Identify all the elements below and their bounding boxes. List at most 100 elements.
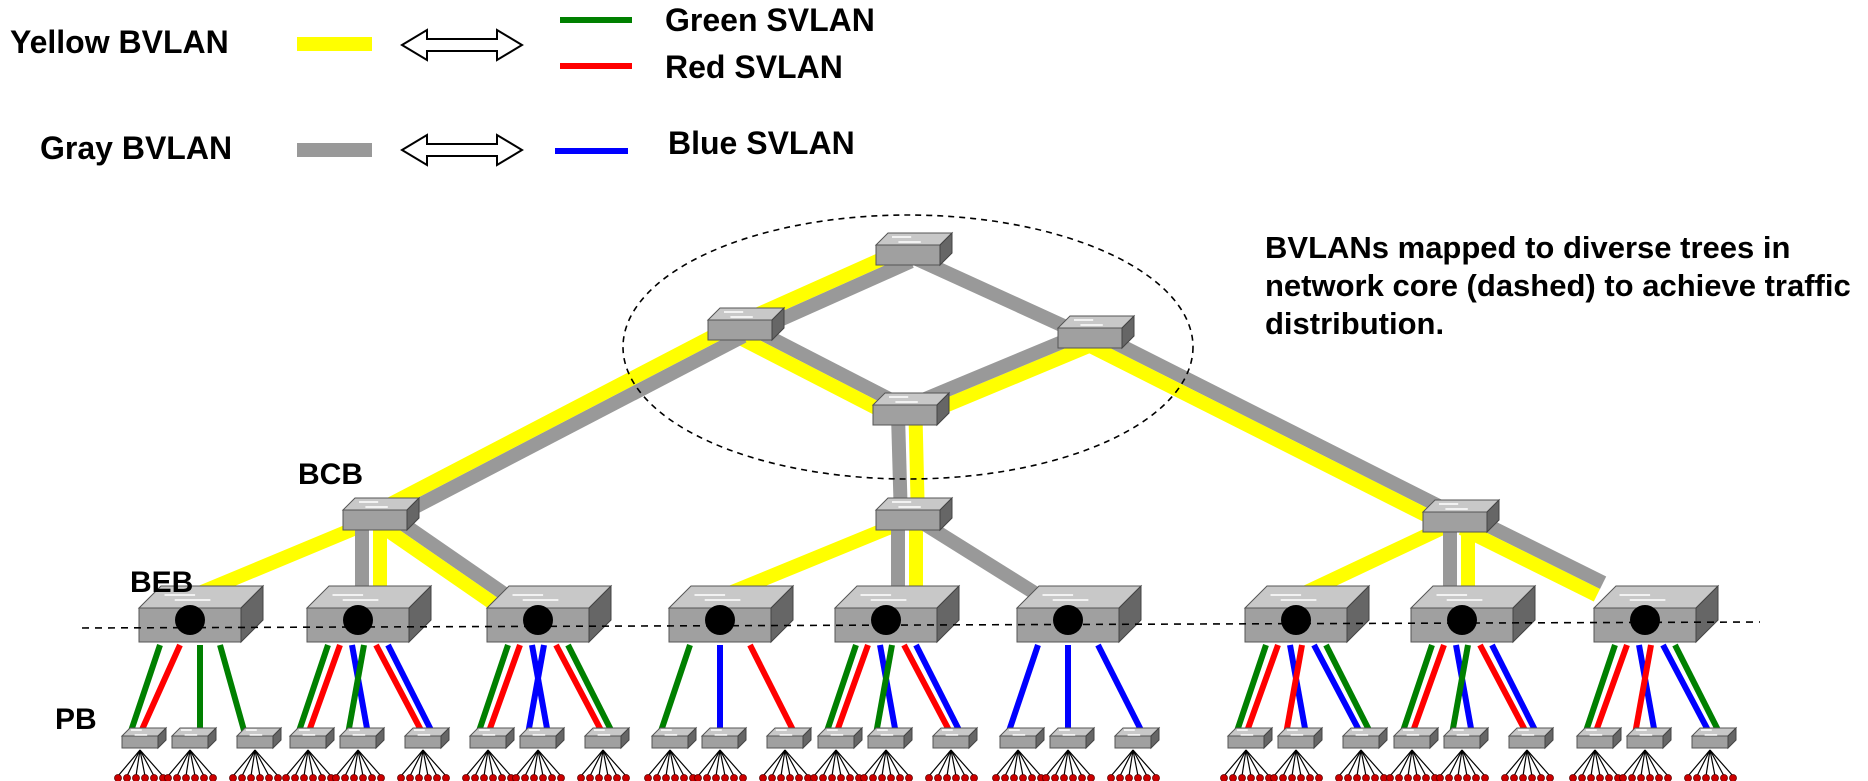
switch-side (903, 726, 913, 750)
switch-front (1443, 735, 1481, 749)
switch-arrows-icon (1518, 729, 1535, 736)
svlan-link (1660, 643, 1713, 736)
svlan-link (1632, 644, 1654, 735)
host-node (1042, 774, 1050, 781)
switch-front (701, 735, 739, 749)
switch-front (289, 735, 327, 749)
host-link (344, 749, 359, 777)
host-link (1338, 749, 1362, 777)
svlan-link (1449, 644, 1471, 735)
svlan-link (1636, 644, 1658, 735)
host-node (671, 774, 679, 781)
host-link (1356, 749, 1362, 777)
host-link (422, 749, 429, 777)
pb-switch (1690, 726, 1738, 750)
host-link (294, 749, 309, 777)
host-node (1010, 774, 1018, 781)
pb-switch (765, 726, 813, 750)
bvlan-link (1293, 515, 1458, 604)
beb-port-dot (343, 605, 373, 635)
switch-arrows-icon (1701, 729, 1718, 736)
switch-front (1508, 735, 1546, 749)
pb-switch (866, 726, 914, 750)
pb-switch (583, 726, 631, 750)
switch-front (1049, 735, 1087, 749)
host-node (1605, 774, 1613, 781)
host-link (418, 749, 424, 777)
bvlan-link (377, 520, 508, 617)
host-node (896, 774, 904, 781)
host-node (712, 774, 720, 781)
switch-front (1227, 735, 1265, 749)
pb-switch (468, 726, 516, 750)
host-node (1472, 774, 1480, 781)
host-link (254, 749, 279, 777)
switch-side (240, 584, 264, 644)
switch-arrows-icon (827, 729, 844, 736)
host-node (759, 774, 767, 781)
host-link (1013, 749, 1019, 777)
switch-front (1422, 511, 1488, 533)
host-node (471, 774, 479, 781)
switch-front (1114, 735, 1152, 749)
switch-side (505, 726, 515, 750)
host-node (539, 774, 547, 781)
switch-front (519, 735, 557, 749)
host-node (680, 774, 688, 781)
host-node (274, 774, 282, 781)
host-node (1229, 774, 1237, 781)
host-link (1407, 749, 1413, 777)
host-node (238, 774, 246, 781)
host-link (950, 749, 966, 777)
host-node (1028, 774, 1036, 781)
host-node (462, 774, 470, 781)
svlan-link (833, 643, 871, 736)
switch-side (408, 584, 432, 644)
pb-switch (700, 726, 748, 750)
host-link (254, 749, 261, 777)
host-link (831, 749, 837, 777)
switch-side (1346, 584, 1370, 644)
pb-hosts (114, 749, 1737, 781)
switch-side (771, 306, 785, 342)
pb-switch (120, 726, 168, 750)
switch-arrows-icon (512, 594, 559, 601)
svlan-link (1592, 643, 1630, 736)
switch-side (555, 726, 565, 750)
svlan-link (485, 643, 523, 736)
host-node (1001, 774, 1009, 781)
host-node (828, 774, 836, 781)
pb-label: PB (55, 703, 97, 736)
host-link (1232, 749, 1247, 777)
host-node (1619, 774, 1627, 781)
switch-arrows-icon (1352, 729, 1369, 736)
host-node (961, 774, 969, 781)
legend-green-svlan-label: Green SVLAN (665, 2, 875, 38)
switches (120, 231, 1738, 750)
pb-switch (998, 726, 1046, 750)
core-switch (1056, 314, 1136, 350)
host-link (1411, 749, 1418, 777)
host-link (835, 749, 851, 777)
host-link (771, 749, 786, 777)
switch-top (874, 497, 954, 511)
switch-side (737, 726, 747, 750)
switch-side (325, 726, 335, 750)
switch-front (469, 735, 507, 749)
host-node (887, 774, 895, 781)
switch-front (875, 244, 941, 266)
host-link (872, 749, 887, 777)
switch-top (871, 392, 951, 406)
host-link (483, 749, 489, 777)
host-link (1709, 749, 1725, 777)
host-node (1288, 774, 1296, 781)
bcb-switch (1421, 498, 1501, 534)
switch-arrows-icon (1436, 594, 1483, 601)
host-link (537, 749, 562, 777)
host-node (200, 774, 208, 781)
host-node (332, 774, 340, 781)
host-link (1705, 749, 1711, 777)
host-node (1335, 774, 1343, 781)
switch-front (867, 735, 905, 749)
